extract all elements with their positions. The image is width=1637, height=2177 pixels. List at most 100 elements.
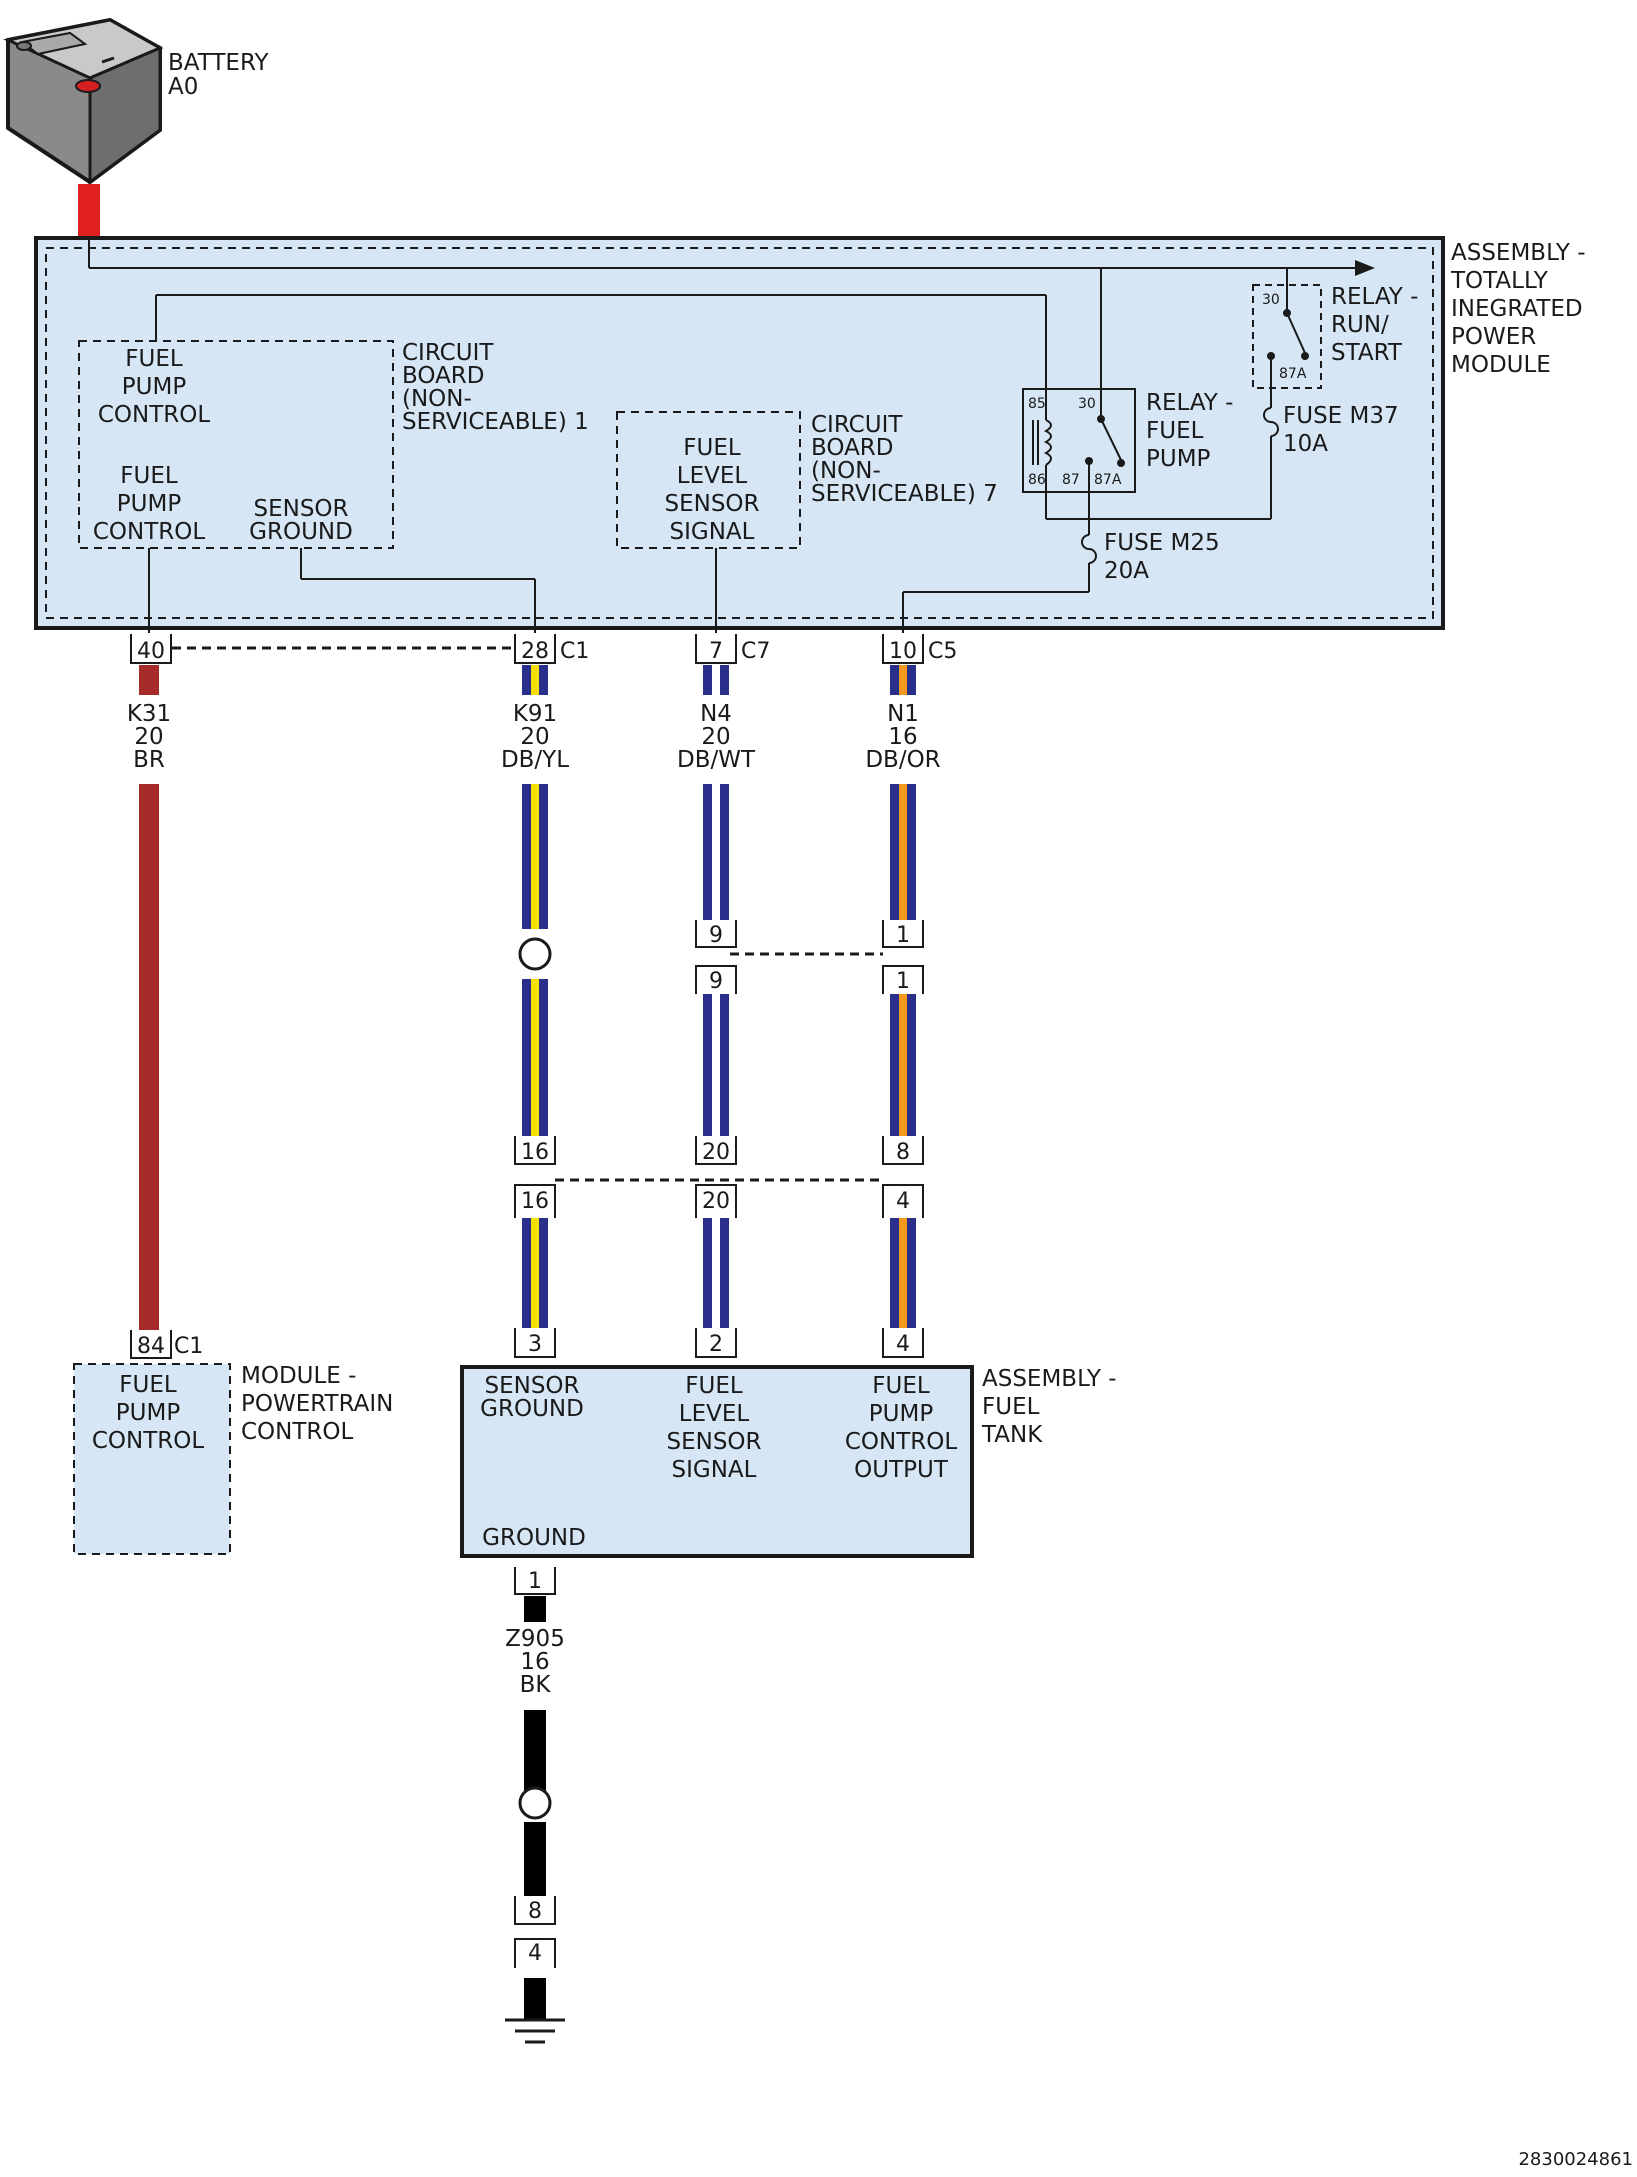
- svg-text:TANK: TANK: [981, 1422, 1043, 1448]
- battery-bus: [88, 240, 1375, 276]
- svg-text:CONTROL: CONTROL: [845, 1429, 958, 1455]
- tank-ground-pin: 1: [514, 1567, 556, 1595]
- svg-text:SERVICEABLE) 7: SERVICEABLE) 7: [811, 481, 998, 507]
- inline-connector-1: 9 9 1 1: [695, 920, 924, 994]
- svg-text:TOTALLY: TOTALLY: [1450, 268, 1549, 294]
- svg-text:RELAY -: RELAY -: [1146, 390, 1233, 416]
- svg-text:GROUND: GROUND: [249, 519, 353, 545]
- svg-text:N1: N1: [887, 701, 919, 727]
- pcm-module: [73, 1363, 231, 1555]
- svg-text:OUTPUT: OUTPUT: [854, 1457, 949, 1483]
- svg-text:PUMP: PUMP: [116, 1400, 181, 1426]
- svg-text:K91: K91: [513, 701, 557, 727]
- svg-text:3: 3: [528, 1332, 542, 1357]
- svg-text:C1: C1: [560, 639, 589, 664]
- pcm-fuel-pump-control: FUEL PUMP CONTROL: [92, 1372, 205, 1454]
- svg-text:BOARD: BOARD: [811, 435, 894, 461]
- wire-z905: [524, 1596, 546, 2020]
- inline-connector-2: 16 16 20 20 8 4: [514, 1136, 924, 1218]
- svg-text:BOARD: BOARD: [402, 363, 485, 389]
- svg-text:FUEL: FUEL: [982, 1394, 1040, 1420]
- wire-n1: [890, 665, 916, 1328]
- svg-text:30: 30: [1262, 292, 1280, 308]
- svg-text:(NON-: (NON-: [402, 386, 472, 412]
- svg-text:INEGRATED: INEGRATED: [1451, 296, 1583, 322]
- svg-text:SIGNAL: SIGNAL: [670, 519, 755, 545]
- svg-text:BK: BK: [520, 1672, 552, 1698]
- battery-label: BATTERY: [168, 50, 269, 76]
- svg-text:7: 7: [709, 639, 723, 664]
- svg-text:FUEL: FUEL: [683, 435, 741, 461]
- svg-text:MODULE: MODULE: [1451, 352, 1551, 378]
- svg-text:RELAY -: RELAY -: [1331, 284, 1418, 310]
- svg-text:1: 1: [528, 1569, 542, 1594]
- svg-text:16: 16: [521, 1140, 549, 1165]
- tank-fuel-pump-control-output: FUEL PUMP CONTROL OUTPUT: [845, 1373, 958, 1483]
- svg-text:ASSEMBLY -: ASSEMBLY -: [1451, 240, 1586, 266]
- svg-text:ASSEMBLY -: ASSEMBLY -: [982, 1366, 1117, 1392]
- wire-n4-label: N4 20 DB/WT: [677, 701, 756, 773]
- svg-text:CONTROL: CONTROL: [92, 1428, 205, 1454]
- svg-text:K31: K31: [127, 701, 171, 727]
- fuel-tank-label: ASSEMBLY - FUEL TANK: [981, 1366, 1117, 1448]
- svg-text:CIRCUIT: CIRCUIT: [811, 412, 903, 438]
- svg-text:8: 8: [896, 1140, 910, 1165]
- svg-text:SENSOR: SENSOR: [664, 491, 759, 517]
- tipm-module: [34, 236, 1445, 630]
- svg-text:10: 10: [889, 639, 917, 664]
- svg-text:FUEL: FUEL: [120, 463, 178, 489]
- svg-text:START: START: [1331, 340, 1403, 366]
- svg-text:87: 87: [1062, 472, 1080, 488]
- svg-text:LEVEL: LEVEL: [679, 1401, 750, 1427]
- fuel-pump-relay: [1022, 388, 1136, 493]
- svg-text:SIGNAL: SIGNAL: [672, 1457, 757, 1483]
- tank-sensor-ground: SENSOR GROUND: [480, 1373, 584, 1422]
- svg-text:FUEL: FUEL: [125, 346, 183, 372]
- fuel-tank-assembly: [460, 1365, 974, 1558]
- wire-z905-label: Z905 16 BK: [505, 1626, 565, 1698]
- connector-pin-40: 40: [130, 634, 172, 664]
- svg-text:POWERTRAIN: POWERTRAIN: [241, 1391, 393, 1417]
- svg-text:1: 1: [896, 923, 910, 948]
- svg-text:16: 16: [520, 1649, 549, 1675]
- svg-text:28: 28: [521, 639, 549, 664]
- wire-n1-label: N1 16 DB/OR: [865, 701, 940, 773]
- svg-text:86: 86: [1028, 472, 1046, 488]
- battery-id: A0: [168, 74, 198, 100]
- relay-coil-icon: [1032, 412, 1052, 472]
- svg-text:9: 9: [709, 969, 723, 994]
- svg-text:30: 30: [1078, 396, 1096, 412]
- svg-text:PUMP: PUMP: [1146, 446, 1211, 472]
- svg-text:87A: 87A: [1279, 366, 1307, 382]
- cb1-sensor-ground: SENSOR GROUND: [249, 496, 353, 545]
- cb7-fuel-level-sensor-signal: FUEL LEVEL SENSOR SIGNAL: [664, 435, 759, 545]
- svg-text:85: 85: [1028, 396, 1046, 412]
- svg-text:C5: C5: [928, 639, 957, 664]
- fuse-m37-label: FUSE M37 10A: [1283, 403, 1399, 457]
- svg-text:CIRCUIT: CIRCUIT: [402, 340, 494, 366]
- circuit-board-7: [616, 411, 801, 549]
- svg-text:1: 1: [896, 969, 910, 994]
- wire-k31-label: K31 20 BR: [127, 701, 171, 773]
- svg-text:16: 16: [888, 724, 917, 750]
- svg-text:BR: BR: [133, 747, 165, 773]
- pcm-label: MODULE - POWERTRAIN CONTROL: [241, 1363, 393, 1445]
- cb1-fuel-pump-control-bottom: FUEL PUMP CONTROL: [93, 463, 206, 545]
- svg-text:MODULE -: MODULE -: [241, 1363, 356, 1389]
- connector-pin-10: 10 C5: [882, 634, 957, 664]
- svg-text:9: 9: [709, 923, 723, 948]
- wire-n4: [703, 665, 729, 1328]
- run-start-relay-terminals: 30 87A: [1262, 292, 1307, 382]
- svg-text:Z905: Z905: [505, 1626, 565, 1652]
- ground-connector: 8 4: [514, 1896, 556, 1968]
- svg-text:20: 20: [134, 724, 163, 750]
- tipm-internal-wiring: [148, 294, 1271, 633]
- svg-text:PUMP: PUMP: [869, 1401, 934, 1427]
- svg-text:FUEL: FUEL: [119, 1372, 177, 1398]
- svg-text:SENSOR: SENSOR: [484, 1373, 579, 1399]
- wire-k91: [522, 665, 548, 1328]
- wire-k91-label: K91 20 DB/YL: [501, 701, 569, 773]
- svg-text:(NON-: (NON-: [811, 458, 881, 484]
- svg-text:FUSE M25: FUSE M25: [1104, 530, 1220, 556]
